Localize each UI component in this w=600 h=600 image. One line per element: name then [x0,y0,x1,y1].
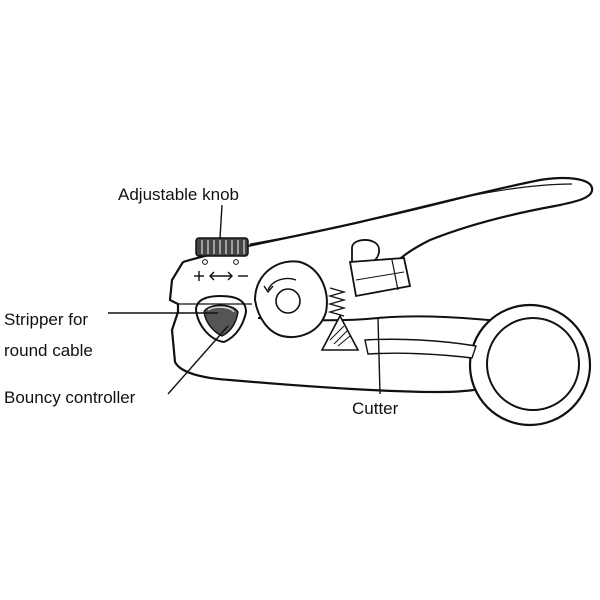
adjustable-knob [195,237,249,257]
label-stripper-line-1: Stripper for [4,310,89,329]
adjust-direction-marks [194,271,248,281]
leader-line-bouncy [167,325,229,395]
label-cutter: Cutter [352,399,399,418]
label-stripper-line-2: round cable [4,341,93,360]
handle-groove [364,338,477,359]
finger-ring-inner [486,317,580,411]
spring [327,287,347,317]
leader-line-knob [219,204,223,239]
label-stripper-for-round-cable: Stripper for round cable [4,304,93,366]
warning-triangle-icon [320,314,360,351]
indicator-dot [233,259,239,265]
cutter-blade-assembly [348,239,412,298]
round-cable-stripper [194,294,248,344]
tool-head-outline [168,261,501,394]
leader-line-cutter [377,317,381,395]
rotate-arrow-icon [267,277,297,291]
tool-body-inner-line [249,183,573,245]
indicator-dot [202,259,208,265]
label-bouncy-controller: Bouncy controller [4,388,136,407]
label-adjustable-knob: Adjustable knob [118,185,239,204]
rotation-dial [253,260,328,338]
